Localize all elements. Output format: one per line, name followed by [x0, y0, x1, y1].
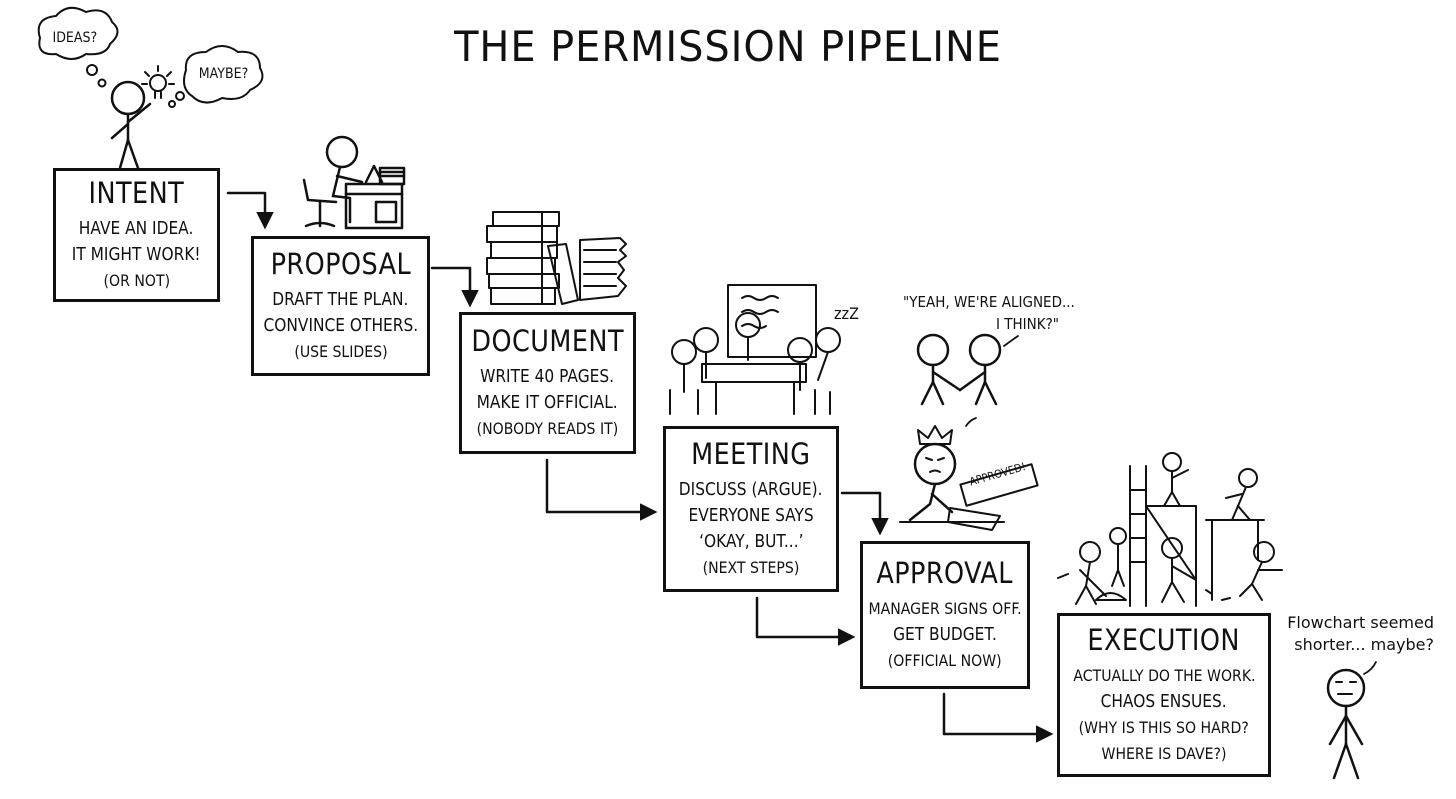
handshake-quote-line2: I THINK?": [996, 315, 1059, 333]
stage-line: MAKE IT OFFICIAL.: [476, 393, 619, 413]
stage-line: ‘OKAY, BUT...’: [698, 532, 804, 552]
stage-note: (USE SLIDES): [293, 342, 388, 361]
desk-worker-icon: [302, 135, 406, 230]
stage-line: DRAFT THE PLAN.: [272, 290, 409, 310]
thought-ideas-text: IDEAS?: [52, 30, 98, 46]
arrow-meeting-to-approval-top: [840, 491, 889, 536]
stage-box-approval: APPROVAL MANAGER SIGNS OFF. GET BUDGET. …: [860, 541, 1030, 689]
construction-site-icon: [1057, 452, 1283, 607]
stage-heading: MEETING: [691, 437, 811, 471]
binder-stack-icon: [486, 211, 627, 305]
stage-heading: APPROVAL: [876, 556, 1014, 590]
stage-line: MANAGER SIGNS OFF.: [868, 599, 1022, 618]
stage-line: CONVINCE OTHERS.: [263, 316, 418, 336]
thinking-figure-icon: [110, 80, 152, 170]
stage-note: (WHY IS THIS SO HARD?: [1078, 718, 1250, 737]
stage-note: WHERE IS DAVE?): [1101, 744, 1227, 763]
stage-line: HAVE AN IDEA.: [79, 219, 194, 239]
skeptical-figure-icon: [1326, 661, 1377, 780]
manager-icon: [899, 417, 1039, 531]
flow-arrows: [226, 191, 1054, 743]
stage-line: IT MIGHT WORK!: [72, 245, 201, 265]
aside-remark: Flowchart seemed shorter... maybe?: [1284, 612, 1434, 656]
stage-line: WRITE 40 PAGES.: [480, 367, 615, 387]
stage-line: DISCUSS (ARGUE).: [679, 480, 823, 500]
handshake-figures-icon: [916, 333, 1019, 406]
stage-box-execution: EXECUTION ACTUALLY DO THE WORK. CHAOS EN…: [1057, 613, 1271, 777]
stage-note: (NEXT STEPS): [702, 558, 800, 577]
stage-heading: INTENT: [88, 176, 185, 210]
arrow-meeting-to-approval: [755, 596, 856, 646]
stage-heading: PROPOSAL: [270, 247, 411, 281]
stage-line: EVERYONE SAYS: [688, 506, 814, 526]
stage-line: ACTUALLY DO THE WORK.: [1072, 666, 1256, 685]
page-title: THE PERMISSION PIPELINE: [454, 22, 1002, 71]
stage-note: (OFFICIAL NOW): [888, 651, 1002, 670]
stage-line: GET BUDGET.: [893, 625, 997, 645]
stage-box-intent: INTENT HAVE AN IDEA. IT MIGHT WORK! (OR …: [53, 168, 220, 302]
stage-box-proposal: PROPOSAL DRAFT THE PLAN. CONVINCE OTHERS…: [251, 236, 430, 376]
aside-line: Flowchart seemed: [1287, 613, 1434, 632]
stage-note: (OR NOT): [103, 271, 170, 290]
lightbulb-icon: [141, 65, 175, 99]
stage-box-meeting: MEETING DISCUSS (ARGUE). EVERYONE SAYS ‘…: [663, 426, 839, 592]
stage-line: CHAOS ENSUES.: [1100, 692, 1228, 712]
arrow-document-to-meeting: [545, 458, 658, 521]
stage-box-document: DOCUMENT WRITE 40 PAGES. MAKE IT OFFICIA…: [459, 312, 636, 454]
thought-maybe-text: MAYBE?: [198, 66, 249, 82]
meeting-sleep-text: zzZ: [834, 304, 859, 323]
arrow-proposal-to-document: [430, 266, 479, 308]
handshake-quote-line1: "YEAH, WE'RE ALIGNED...: [903, 293, 1075, 311]
aside-line: shorter... maybe?: [1294, 635, 1434, 654]
stage-heading: EXECUTION: [1087, 623, 1241, 657]
arrow-approval-to-execution: [942, 692, 1054, 743]
meeting-room-icon: [669, 284, 841, 415]
stage-note: (NOBODY READS IT): [476, 419, 619, 438]
arrow-intent-to-proposal: [226, 191, 274, 230]
thought-bubble-icon: [37, 6, 264, 108]
stage-heading: DOCUMENT: [471, 324, 624, 358]
